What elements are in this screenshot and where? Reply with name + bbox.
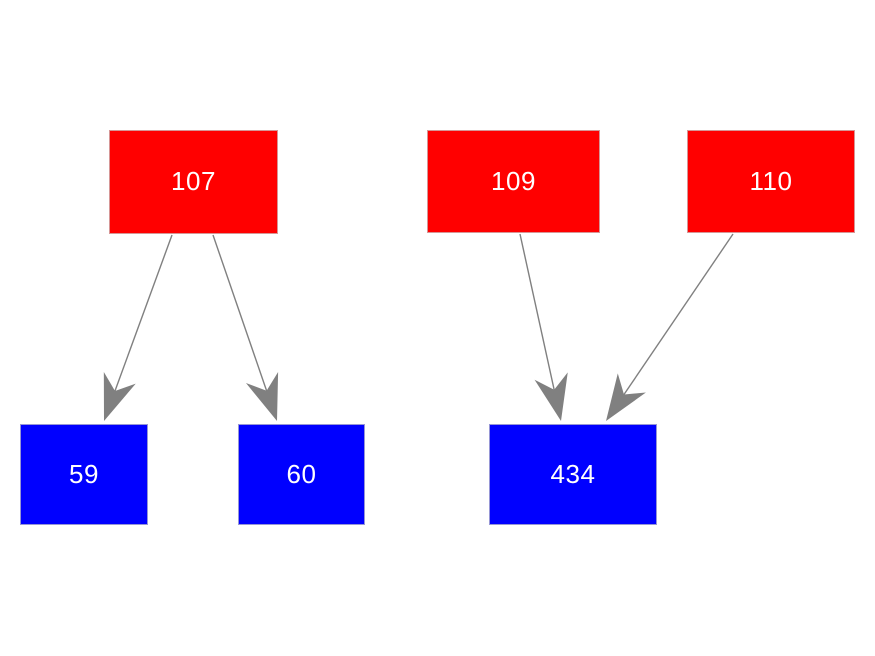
arrowhead-icon: [245, 371, 279, 421]
arrowhead-icon: [606, 373, 646, 421]
node-label: 110: [749, 165, 793, 196]
edge-line: [519, 233, 556, 394]
node-label: 434: [550, 458, 596, 489]
edge-107-to-60: [212, 234, 279, 421]
node-label: 60: [286, 458, 317, 489]
node-59[interactable]: 59: [20, 424, 148, 525]
edge-line: [113, 234, 173, 395]
node-110[interactable]: 110: [687, 130, 855, 233]
edge-109-to-434: [519, 233, 568, 421]
edge-107-to-59: [103, 234, 173, 421]
node-label: 107: [171, 166, 216, 196]
edge-line: [621, 233, 734, 398]
node-label: 59: [69, 458, 99, 489]
edge-110-to-434: [606, 233, 734, 421]
node-107[interactable]: 107: [109, 130, 278, 234]
node-109[interactable]: 109: [427, 130, 600, 233]
arrowhead-icon: [103, 371, 136, 421]
node-label: 109: [491, 165, 536, 196]
node-434[interactable]: 434: [489, 424, 657, 525]
node-60[interactable]: 60: [238, 424, 365, 525]
arrowhead-icon: [534, 372, 568, 421]
edge-line: [212, 234, 269, 395]
